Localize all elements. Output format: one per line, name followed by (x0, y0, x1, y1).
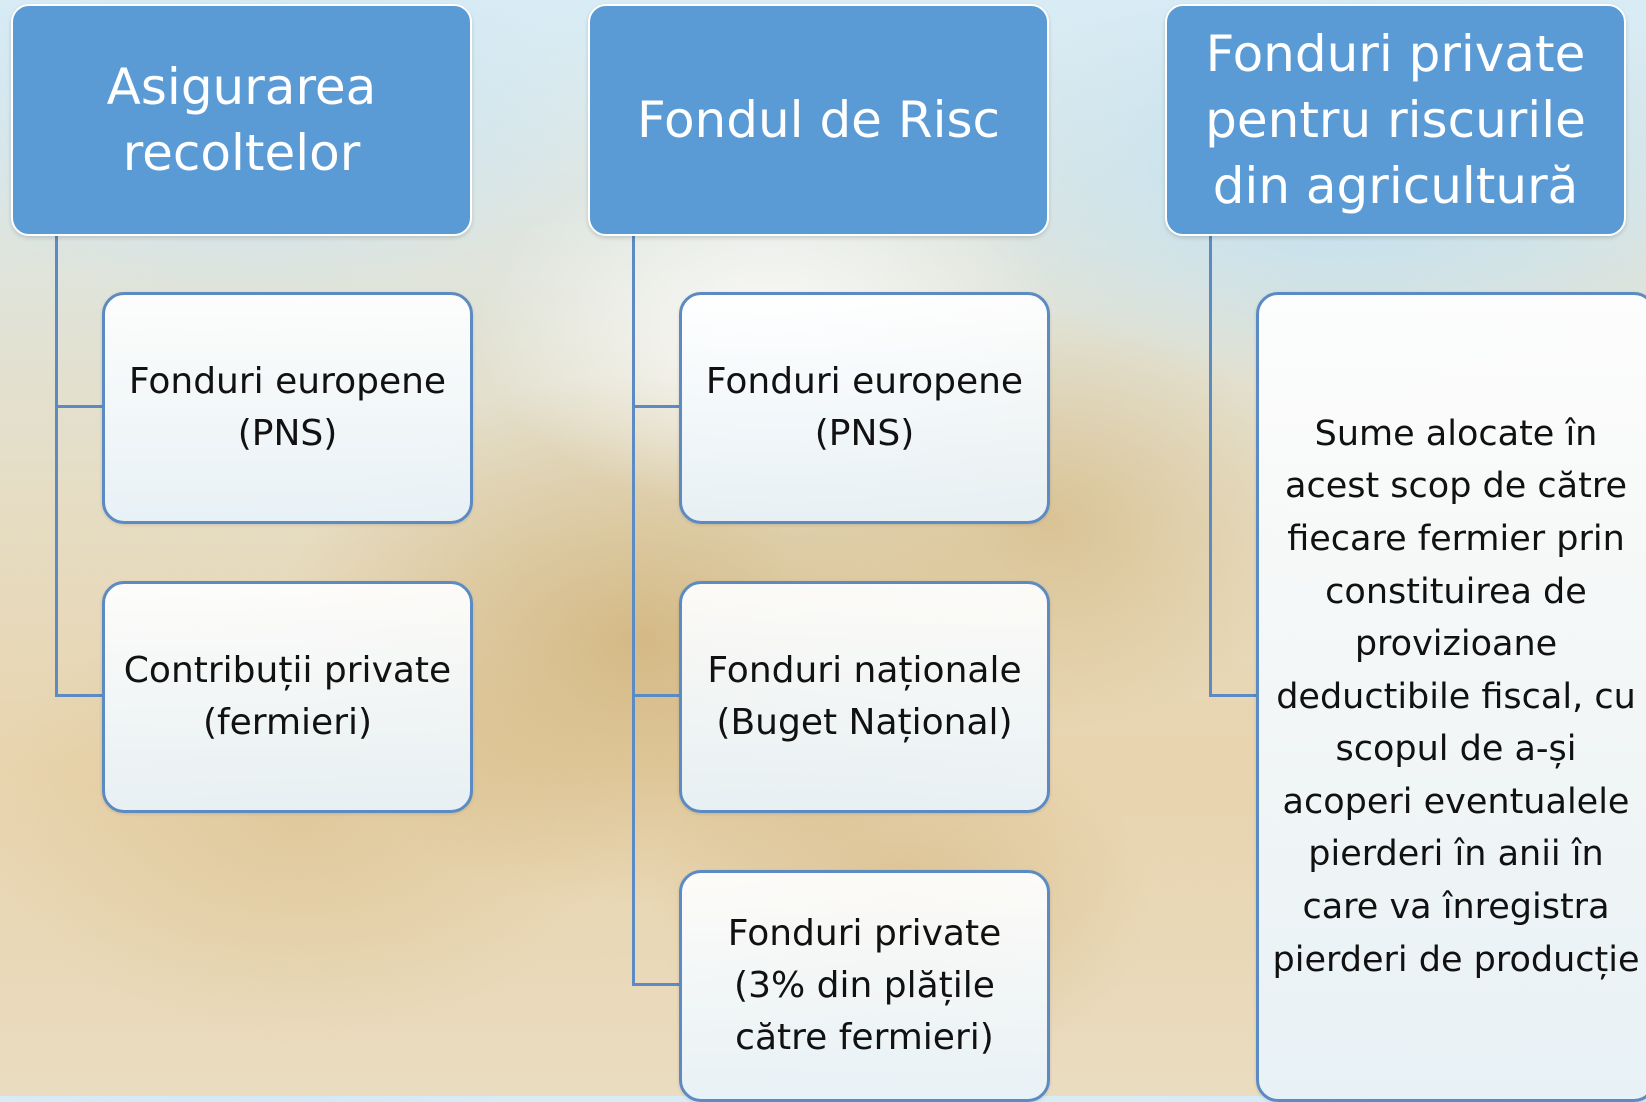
child-label: Fonduri naționale (Buget Național) (707, 650, 1022, 743)
child-col2-fonduri-nationale: Fonduri naționale (Buget Național) (679, 581, 1050, 813)
child-label: Fonduri europene (PNS) (705, 361, 1024, 454)
connector-col3-child1 (1209, 232, 1257, 697)
child-col3-sume-alocate: Sume alocate în acest scop de către fiec… (1256, 292, 1646, 1102)
child-col1-contributii-private: Contribuții private (fermieri) (102, 581, 473, 813)
child-col2-fonduri-private: Fonduri private (3% din plățile către fe… (679, 870, 1050, 1102)
child-col2-fonduri-europene: Fonduri europene (PNS) (679, 292, 1050, 524)
header-label: Fondul de Risc (636, 91, 1001, 149)
child-label: Fonduri private (3% din plățile către fe… (727, 913, 1002, 1058)
connector-col2-child3 (632, 232, 680, 986)
child-label: Fonduri europene (PNS) (128, 361, 447, 454)
header-label: Fonduri private pentru riscurile din agr… (1205, 25, 1586, 215)
header-fonduri-private-riscuri: Fonduri private pentru riscurile din agr… (1165, 4, 1626, 236)
child-col1-fonduri-europene: Fonduri europene (PNS) (102, 292, 473, 524)
child-label: Sume alocate în acest scop de către fiec… (1272, 413, 1640, 980)
child-label: Contribuții private (fermieri) (123, 650, 452, 743)
header-label: Asigurarea recoltelor (106, 58, 377, 182)
header-fondul-de-risc: Fondul de Risc (588, 4, 1049, 236)
header-asigurarea-recoltelor: Asigurarea recoltelor (11, 4, 472, 236)
connector-col1-child2 (55, 232, 103, 697)
